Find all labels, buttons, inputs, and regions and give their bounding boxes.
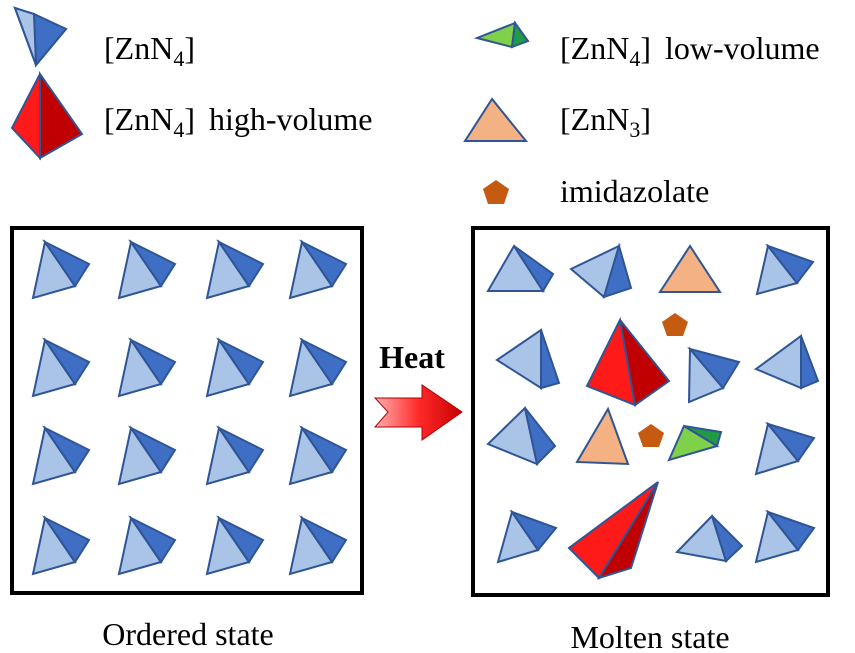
tetrahedron-dark-face xyxy=(216,425,265,474)
zn3-triangle xyxy=(575,406,630,466)
zn4-legend-icon xyxy=(13,6,68,68)
molten-state-panel xyxy=(471,226,830,597)
tetrahedron-dark-face xyxy=(42,337,91,386)
zn4-high-volume-tetrahedron xyxy=(567,481,659,580)
tetrahedron-dark-face xyxy=(42,239,91,288)
tetrahedron-dark-face xyxy=(128,515,177,564)
zn4-tetrahedron xyxy=(117,239,177,300)
tetrahedron-dark-face xyxy=(128,337,177,386)
zn4-low-volume-tetrahedron xyxy=(667,424,723,462)
zn4-tetrahedron xyxy=(288,337,348,398)
zn4-tetrahedron xyxy=(288,239,348,300)
zn4-tetrahedron xyxy=(31,337,91,398)
zn4-tetrahedron xyxy=(205,515,265,576)
tetrahedron-dark-face xyxy=(128,425,177,474)
tetrahedron-dark-face xyxy=(299,239,348,288)
zn4-tetrahedron xyxy=(31,239,91,300)
zn4-tetrahedron xyxy=(117,425,177,486)
zn3-legend-label: [ZnN3] xyxy=(560,101,651,142)
ordered-state-caption: Ordered state xyxy=(102,616,273,652)
tetrahedron-dark-face xyxy=(299,515,348,564)
zn4-legend-label: [ZnN4] xyxy=(104,30,195,71)
imidazolate-legend-icon xyxy=(483,180,509,204)
molten-tetrahedra xyxy=(486,242,820,580)
heat-arrow xyxy=(373,384,463,441)
zn4-tetrahedron xyxy=(205,239,265,300)
tetrahedron-dark-face xyxy=(128,239,177,288)
zn3-legend-icon xyxy=(463,97,529,142)
zn4-tetrahedron xyxy=(117,515,177,576)
zn3-triangle xyxy=(658,244,722,293)
zn4-tetrahedron xyxy=(288,515,348,576)
zn4-tetrahedron xyxy=(495,328,561,390)
tetrahedron-dark-face xyxy=(216,515,265,564)
tetrahedron-dark-face xyxy=(42,515,91,564)
zn4-high-volume-legend-icon xyxy=(10,70,84,161)
zn4-low-volume-legend-icon xyxy=(473,20,530,49)
imidazolate-pentagon xyxy=(638,424,664,447)
zn4-tetrahedron xyxy=(205,337,265,398)
zn4-tetrahedron xyxy=(31,515,91,576)
zn4-tetrahedron xyxy=(496,509,558,564)
zn4-tetrahedron xyxy=(486,244,555,293)
heat-label: Heat xyxy=(379,339,445,375)
zn4-tetrahedron xyxy=(569,242,633,299)
zn4-tetrahedron xyxy=(753,334,820,390)
zn4-tetrahedron xyxy=(486,406,557,467)
zn4-high-volume-legend-label: [ZnN4]high-volume xyxy=(104,101,373,142)
zn4-tetrahedron xyxy=(205,425,265,486)
legend: [ZnN4] [ZnN4]high-volume [ZnN4]low-volum… xyxy=(10,6,820,209)
tetrahedron-dark-face xyxy=(216,239,265,288)
ordered-tetrahedra-grid xyxy=(31,239,348,576)
zn4-tetrahedron xyxy=(31,425,91,486)
zn4-tetrahedron xyxy=(288,425,348,486)
ordered-state-panel xyxy=(10,226,364,595)
zn4-tetrahedron xyxy=(687,346,741,404)
zn4-tetrahedron xyxy=(754,421,816,476)
zn4-tetrahedron xyxy=(117,337,177,398)
zn4-low-volume-legend-label: [ZnN4]low-volume xyxy=(560,30,820,71)
tetrahedron-dark-face xyxy=(42,425,91,474)
zn4-tetrahedron xyxy=(755,243,815,296)
imidazolate-legend-label: imidazolate xyxy=(560,173,709,209)
zn4-tetrahedron xyxy=(754,509,816,564)
tetrahedron-dark-face xyxy=(299,337,348,386)
imidazolate-pentagon xyxy=(662,313,688,336)
tetrahedron-dark-face xyxy=(216,337,265,386)
zn4-tetrahedron xyxy=(674,514,744,563)
tetrahedron-dark-face xyxy=(299,425,348,474)
molten-state-caption: Molten state xyxy=(570,619,729,653)
zn4-high-volume-tetrahedron xyxy=(585,316,671,407)
